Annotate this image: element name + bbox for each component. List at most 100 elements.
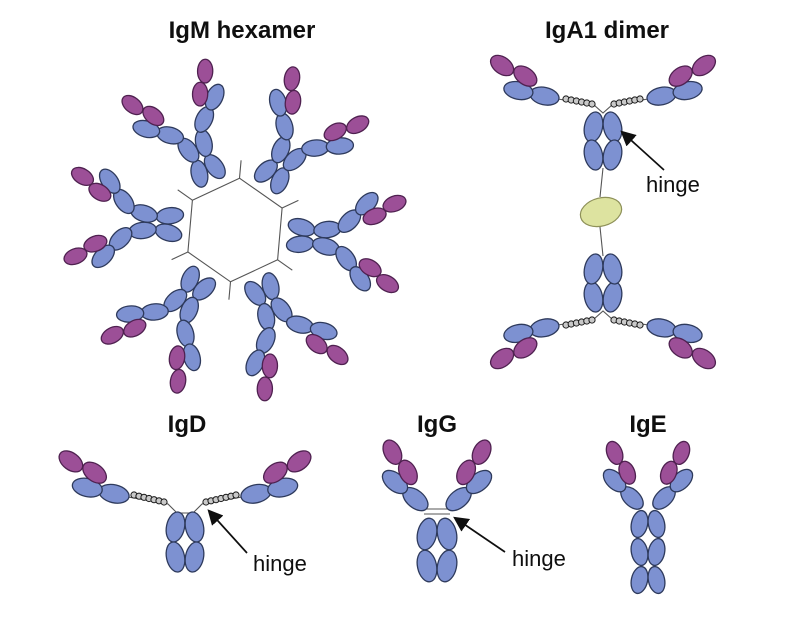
light-chain-domain <box>58 450 84 473</box>
hinge-bead <box>160 498 168 506</box>
heavy-chain-domain <box>646 86 677 106</box>
light-chain-domain <box>489 347 515 370</box>
igg-hinge-label: hinge <box>512 546 566 571</box>
heavy-chain-domain <box>436 549 458 583</box>
light-chain-domain <box>123 318 147 338</box>
light-chain-domain <box>196 58 214 84</box>
iga1-monomer <box>489 54 717 198</box>
tailpiece-line <box>599 226 604 257</box>
igd-hinge-arrow <box>207 509 248 554</box>
igd-title: IgD <box>168 411 207 438</box>
igm-core-spoke <box>281 199 299 209</box>
heavy-chain-domain <box>176 319 195 348</box>
light-chain-domain <box>397 459 418 486</box>
light-chain-domain <box>63 247 88 266</box>
heavy-chain-domain <box>602 253 623 285</box>
igd-structure <box>58 450 312 573</box>
heavy-chain-domain <box>184 541 205 573</box>
tailpiece-line <box>599 167 604 198</box>
light-chain-domain <box>142 105 165 127</box>
light-chain-domain <box>256 376 274 402</box>
heavy-chain-domain <box>140 303 169 321</box>
light-chain-domain <box>83 234 108 253</box>
light-chain-domain <box>375 274 400 294</box>
light-chain-domain <box>121 94 144 116</box>
igm-core-spoke <box>277 259 293 271</box>
heavy-chain-domain <box>630 509 649 539</box>
light-chain-domain <box>169 368 187 394</box>
light-chain-domain <box>358 258 382 278</box>
igm-core-spoke <box>177 189 193 201</box>
iga1-dimer-title: IgA1 dimer <box>545 17 669 44</box>
heavy-chain-domain <box>165 541 186 573</box>
light-chain-domain <box>262 461 288 484</box>
light-chain-domain <box>691 54 717 77</box>
light-chain-domain <box>513 65 538 87</box>
ige-structure <box>602 440 694 595</box>
light-chain-domain <box>100 325 125 345</box>
heavy-chain-domain <box>436 517 458 551</box>
light-chain-domain <box>168 345 186 371</box>
light-chain-domain <box>70 166 95 186</box>
light-chain-domain <box>286 450 312 473</box>
ige-title: IgE <box>629 411 666 438</box>
light-chain-domain <box>88 182 112 202</box>
hinge-lines <box>424 508 450 515</box>
igm-core-spoke <box>238 160 242 179</box>
heavy-chain-domain <box>602 139 623 171</box>
iga1-hinge-label: hinge <box>646 172 700 197</box>
light-chain-domain <box>382 194 407 213</box>
igm-subunit <box>285 191 407 294</box>
heavy-chain-domain <box>529 86 560 106</box>
heavy-chain-domain <box>416 549 438 583</box>
light-chain-domain <box>513 337 538 359</box>
light-chain-domain <box>456 459 477 486</box>
heavy-chain-domain <box>128 221 157 240</box>
igm-core-hexagon <box>187 177 283 283</box>
igm-core-spoke <box>228 281 232 300</box>
heavy-chain-domain <box>275 112 294 141</box>
heavy-chain-domain <box>155 206 185 225</box>
igm-hexamer-title: IgM hexamer <box>169 17 316 44</box>
light-chain-domain <box>82 461 108 484</box>
hinge-bead <box>636 321 644 329</box>
iga1-monomer <box>489 226 717 370</box>
heavy-chain-domain <box>301 139 330 157</box>
hinge-bead <box>232 491 240 499</box>
igd-hinge-label: hinge <box>253 551 307 576</box>
light-chain-domain <box>284 89 302 115</box>
light-chain-domain <box>691 347 717 370</box>
igm-subunit <box>244 272 349 402</box>
hinge-bead <box>588 100 596 108</box>
igm-core-spoke <box>171 251 189 261</box>
heavy-chain-domain <box>583 111 604 143</box>
heavy-chain-domain <box>646 318 677 338</box>
light-chain-domain <box>191 81 209 107</box>
light-chain-domain <box>261 353 279 379</box>
hinge-bead <box>588 316 596 324</box>
heavy-chain-domain <box>602 281 623 313</box>
light-chain-domain <box>471 439 492 466</box>
hinge-bead <box>636 95 644 103</box>
heavy-chain-domain <box>313 220 342 239</box>
light-chain-domain <box>382 439 403 466</box>
light-chain-domain <box>668 337 693 359</box>
igm-subunit <box>253 66 370 195</box>
light-chain-domain <box>668 65 693 87</box>
light-chain-domain <box>283 66 301 92</box>
heavy-chain-domain <box>583 253 604 285</box>
light-chain-domain <box>605 440 624 465</box>
igg-title: IgG <box>417 411 457 438</box>
light-chain-domain <box>362 207 387 226</box>
heavy-chain-domain <box>165 511 186 543</box>
igm-hexamer-structure <box>63 58 407 402</box>
light-chain-domain <box>672 440 691 465</box>
igm-subunit <box>121 58 226 188</box>
heavy-chain-domain <box>583 139 604 171</box>
heavy-chain-domain <box>602 111 623 143</box>
heavy-chain-domain <box>647 509 666 539</box>
heavy-chain-domain <box>285 235 315 254</box>
iga1-dimer-structure <box>489 54 717 370</box>
